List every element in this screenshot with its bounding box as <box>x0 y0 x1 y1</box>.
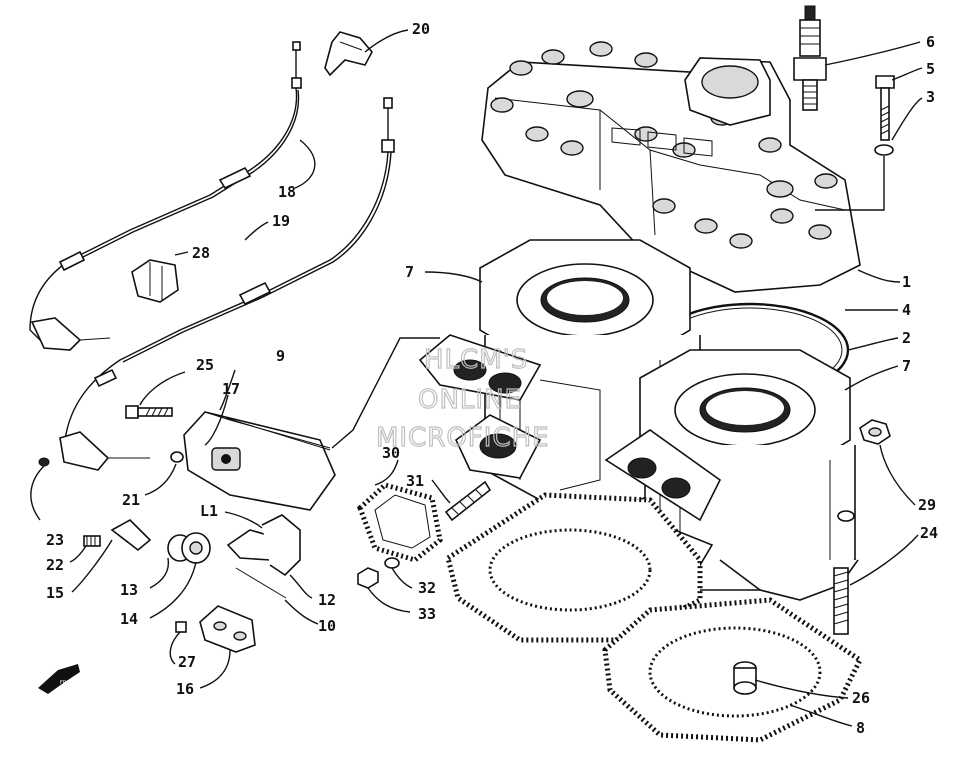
callout-6: 6 <box>926 33 935 51</box>
cable-clamp <box>131 259 179 303</box>
callout-L1: L1 <box>200 502 218 520</box>
watermark: HLCM'S ONLINE MICROFICHE <box>375 344 550 453</box>
valve-housing <box>183 337 440 511</box>
callout-16: 16 <box>176 680 194 698</box>
front-arrow-label: FRONT <box>60 680 78 686</box>
callout-19: 19 <box>272 212 290 230</box>
callout-21: 21 <box>122 491 140 509</box>
callout-31: 31 <box>406 472 424 490</box>
callout-13: 13 <box>120 581 138 599</box>
callout-3: 3 <box>926 88 935 106</box>
cable-18 <box>29 41 302 351</box>
callout-33: 33 <box>418 605 436 623</box>
callout-20: 20 <box>412 20 430 38</box>
actuator-linkage <box>38 457 301 599</box>
leader-lines <box>30 29 923 727</box>
callout-22: 22 <box>46 556 64 574</box>
callout-28-clamp: 28 <box>192 244 210 262</box>
callout-2: 2 <box>902 329 911 347</box>
callout-24: 24 <box>920 524 938 542</box>
callout-4: 4 <box>902 301 911 319</box>
housing-bolt <box>125 405 173 419</box>
watermark-line-3: MICROFICHE <box>376 423 550 453</box>
callout-8: 8 <box>856 719 865 737</box>
callout-23: 23 <box>46 531 64 549</box>
callout-26: 26 <box>852 689 870 707</box>
watermark-line-2: ONLINE <box>418 385 522 415</box>
callout-30: 30 <box>382 444 400 462</box>
callout-7-rear: 7 <box>405 263 414 281</box>
watermark-line-1: HLCM'S <box>424 345 528 375</box>
cable-clip <box>324 31 373 77</box>
callout-15: 15 <box>46 584 64 602</box>
callout-29: 29 <box>918 496 936 514</box>
callout-27: 27 <box>178 653 196 671</box>
callout-1: 1 <box>902 273 911 291</box>
cover-plate <box>175 605 256 653</box>
cable-19 <box>59 97 395 471</box>
valve-gasket <box>357 482 443 563</box>
valve-stud <box>444 480 492 522</box>
washer <box>170 451 184 463</box>
callout-10: 10 <box>318 617 336 635</box>
callout-32: 32 <box>418 579 436 597</box>
callout-12: 12 <box>318 591 336 609</box>
cylinder-front <box>639 349 859 601</box>
stud <box>833 567 849 635</box>
callout-14: 14 <box>120 610 138 628</box>
base-gasket-rear <box>445 492 703 643</box>
spark-plug <box>793 5 827 111</box>
cylinder-head <box>481 41 861 293</box>
callout-25: 25 <box>196 356 214 374</box>
dowel-pin <box>733 661 757 695</box>
callout-9: 9 <box>276 347 285 365</box>
head-bolt-washer <box>815 75 895 211</box>
callout-7-front: 7 <box>902 357 911 375</box>
head-bolts <box>490 41 838 249</box>
callout-17: 17 <box>222 380 240 398</box>
front-arrow-icon: FRONT <box>38 664 80 694</box>
flange-nut <box>859 419 891 445</box>
callout-5: 5 <box>926 60 935 78</box>
callout-labels: 20 6 5 3 18 19 28 1 7 4 2 7 9 25 17 21 3… <box>46 20 938 737</box>
washer-nut <box>357 557 400 589</box>
callout-18-cable: 18 <box>278 183 296 201</box>
base-gasket-front <box>602 597 864 743</box>
